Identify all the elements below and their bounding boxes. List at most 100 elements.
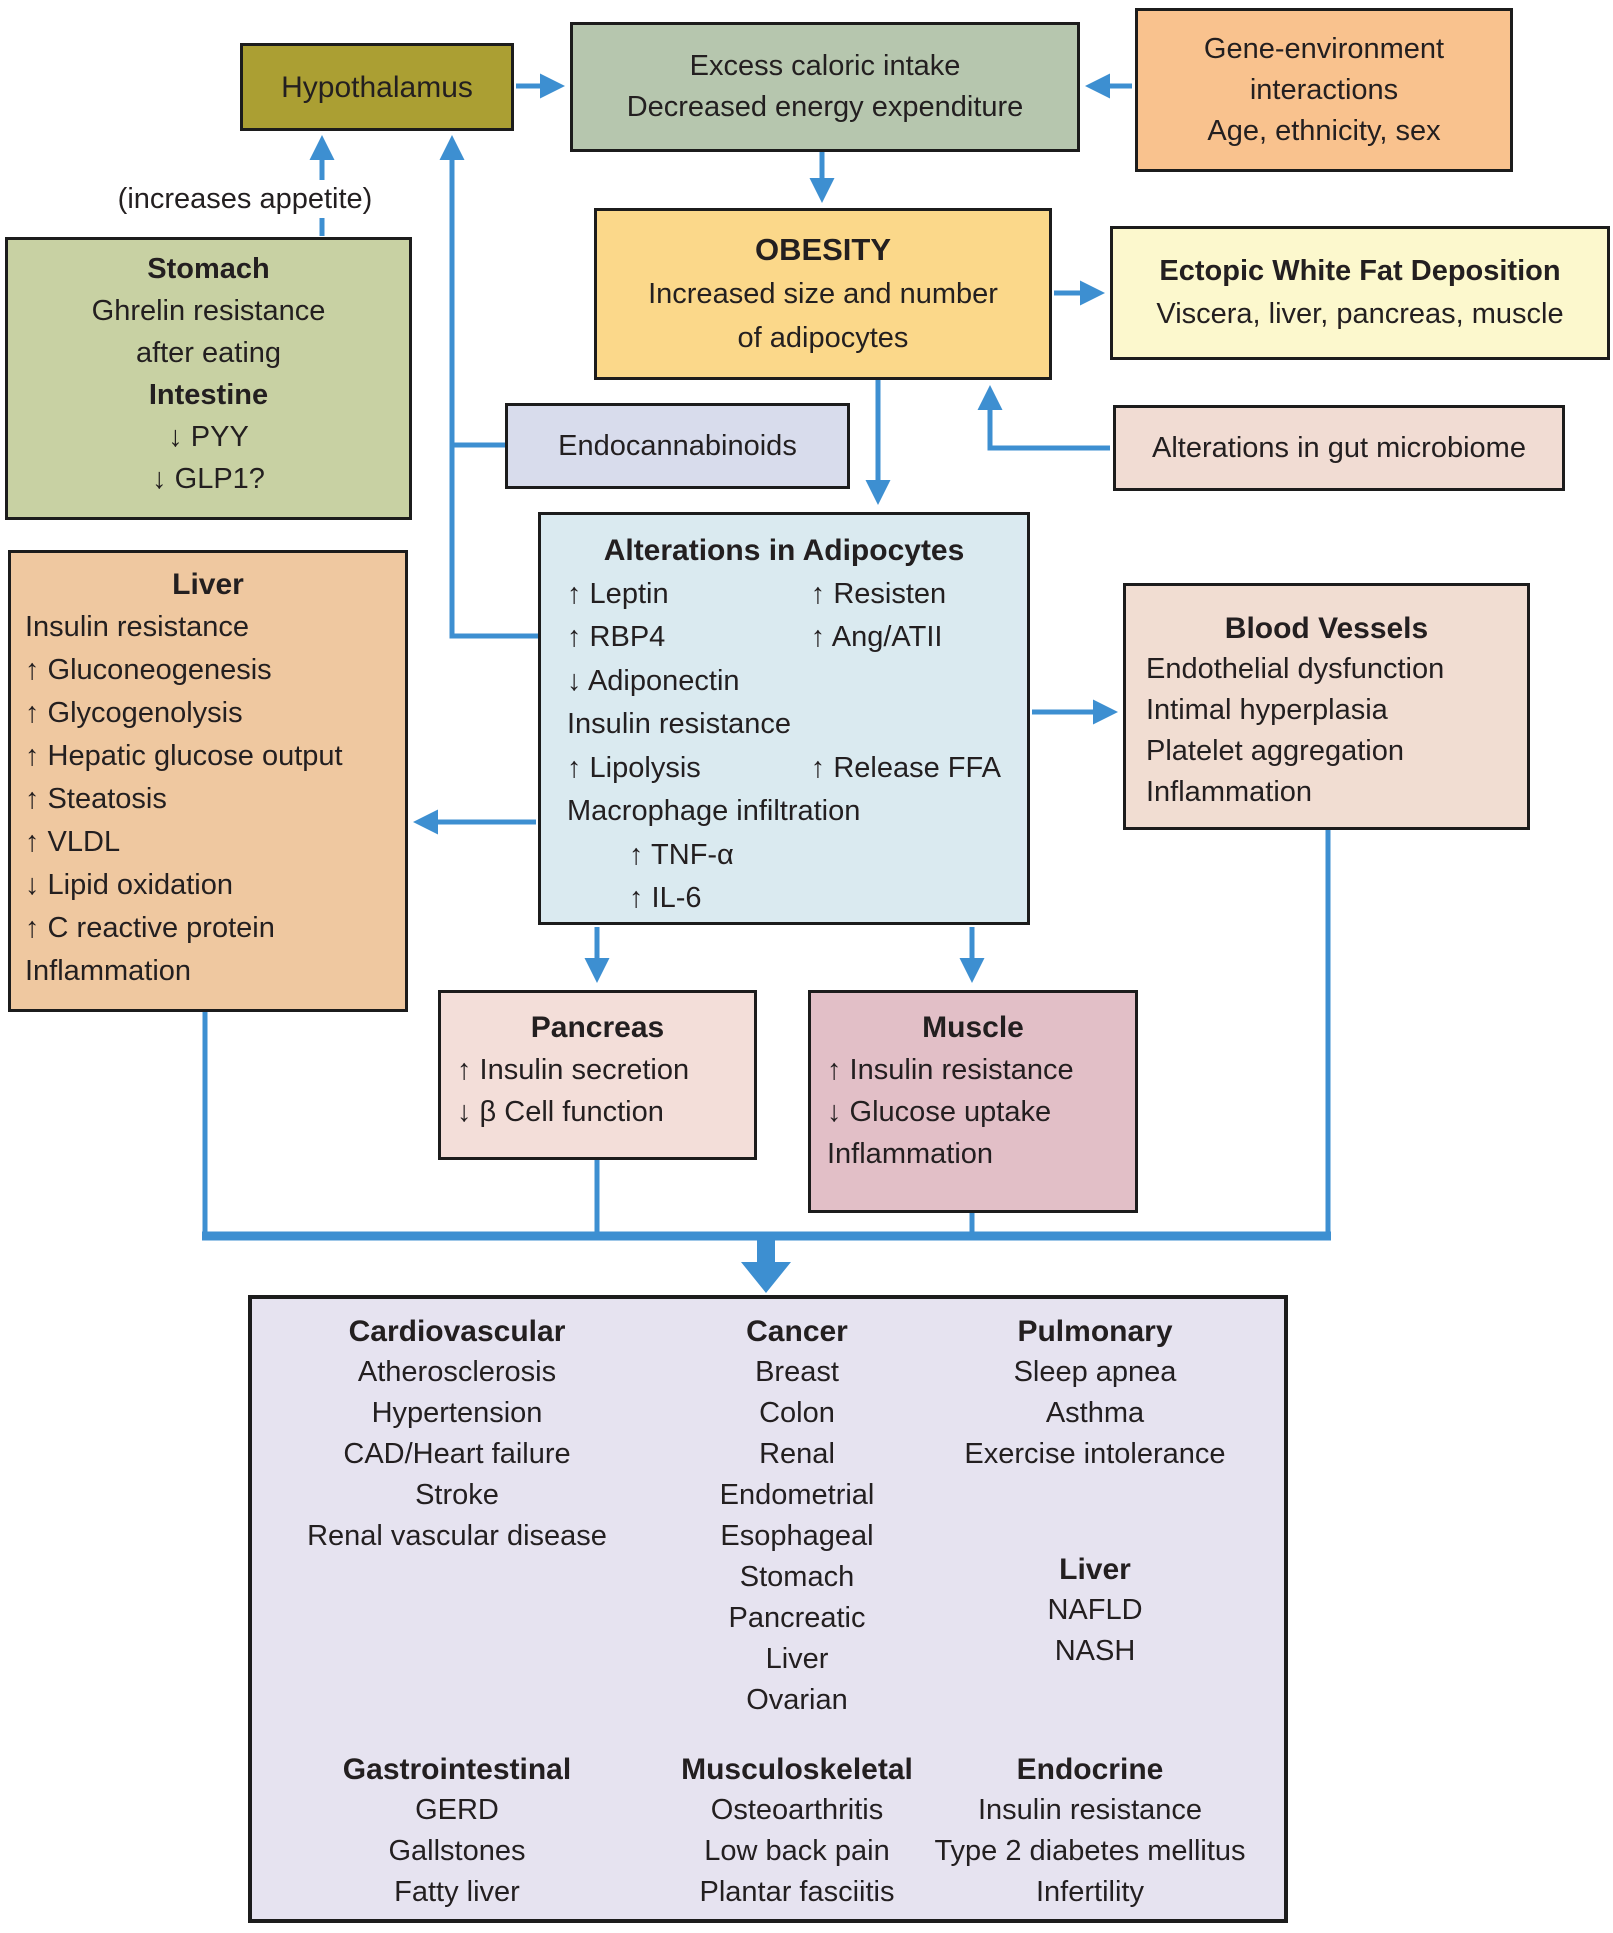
line: ↓ β Cell function — [457, 1096, 664, 1128]
pancreas-lines: ↑ Insulin secretion ↓ β Cell function — [457, 1049, 754, 1133]
line: Excess caloric intake — [689, 50, 961, 82]
adipocytes-item: ↑ Release FFA — [810, 751, 1001, 784]
ectopic-fat-lines: Viscera, liver, pancreas, muscle — [1113, 293, 1607, 336]
adipocytes-item: ↓ Adiponectin — [567, 664, 740, 697]
line: Infertility — [1036, 1876, 1144, 1908]
line: Renal — [759, 1438, 835, 1470]
line: Atherosclerosis — [357, 1356, 557, 1388]
intestine-lines: ↓ PYY↓ GLP1? — [8, 416, 409, 500]
liver-title: Liver — [172, 568, 244, 601]
line: Age, ethnicity, sex — [1207, 114, 1441, 147]
line: Viscera, liver, pancreas, muscle — [1156, 298, 1564, 330]
line: NASH — [1054, 1635, 1136, 1667]
adipocytes-box: Alterations in Adipocytes ↑ Leptin ↑ Res… — [538, 512, 1030, 925]
line: Stroke — [415, 1479, 499, 1511]
adipocytes-item: ↑ Leptin — [567, 577, 669, 610]
line: Breast — [755, 1356, 839, 1388]
endocrine-title: Endocrine — [1016, 1753, 1164, 1786]
endocannabinoids-title: Endocannabinoids — [558, 429, 797, 462]
adipocytes-item: Insulin resistance — [567, 708, 792, 740]
adipocytes-row: ↑ Leptin ↑ Resisten — [567, 573, 1027, 617]
hypothalamus-title: Hypothalamus — [281, 70, 473, 104]
endocannabinoids-box: Endocannabinoids — [505, 403, 850, 489]
liver-comorbidity-title: Liver — [1059, 1553, 1131, 1586]
gastrointestinal-title: Gastrointestinal — [342, 1753, 572, 1786]
line: Exercise intolerance — [964, 1438, 1226, 1470]
line: Insulin resistance — [25, 611, 250, 643]
adipocytes-item: ↑ Resisten — [810, 577, 947, 610]
line: ↑ Steatosis — [25, 783, 167, 815]
pancreas-title: Pancreas — [530, 1011, 665, 1044]
obesity-title: OBESITY — [754, 232, 892, 267]
line: ↑ Insulin secretion — [457, 1054, 690, 1086]
line: Asthma — [1045, 1397, 1145, 1429]
line: ↑ Insulin resistance — [827, 1054, 1074, 1086]
line: ↓ Lipid oxidation — [25, 869, 233, 901]
adipocytes-row: ↑ RBP4 ↑ Ang/ATII — [567, 616, 1027, 660]
line: Colon — [759, 1397, 835, 1429]
line: Endothelial dysfunction — [1146, 653, 1445, 685]
line: Type 2 diabetes mellitus — [934, 1835, 1246, 1867]
liver-comorbidity-lines: NAFLD NASH — [920, 1590, 1270, 1672]
adipocytes-title: Alterations in Adipocytes — [603, 534, 965, 567]
line: ↑ VLDL — [25, 826, 121, 858]
adipocytes-item: ↑ IL-6 — [629, 882, 702, 914]
gut-microbiome-box: Alterations in gut microbiome — [1113, 405, 1565, 491]
line: Inflammation — [25, 955, 192, 987]
intestine-title: Intestine — [148, 379, 269, 411]
line: of adipocytes — [737, 322, 909, 354]
line: interactions — [1249, 73, 1399, 106]
adipocytes-item: ↑ Ang/ATII — [810, 621, 943, 653]
adipocytes-item: ↑ TNF-α — [629, 838, 734, 871]
line: ↓ Glucose uptake — [827, 1096, 1052, 1128]
line: ↑ Gluconeogenesis — [25, 654, 272, 686]
cancer-title: Cancer — [746, 1315, 848, 1348]
adipocytes-item: Macrophage infiltration — [567, 795, 861, 827]
line: ↑ C reactive protein — [25, 912, 275, 944]
line: Osteoarthritis — [710, 1794, 884, 1826]
gut-microbiome-title: Alterations in gut microbiome — [1152, 431, 1526, 464]
muscle-title: Muscle — [922, 1011, 1024, 1044]
line: GERD — [415, 1794, 499, 1826]
stomach-title: Stomach — [147, 253, 270, 285]
line: Increased size and number — [648, 278, 998, 310]
line: NAFLD — [1047, 1594, 1143, 1626]
line: Ovarian — [746, 1684, 848, 1716]
line: Ghrelin resistance — [91, 295, 326, 327]
line: Endometrial — [719, 1479, 875, 1511]
line: Intimal hyperplasia — [1146, 694, 1388, 726]
line: Low back pain — [704, 1835, 890, 1867]
arrow-adipocytes-to-hypothalamus — [439, 135, 538, 639]
line: Gene-environment — [1203, 32, 1445, 65]
pulmonary-title: Pulmonary — [1017, 1315, 1173, 1348]
muscle-box: Muscle ↑ Insulin resistance ↓ Glucose upt… — [808, 990, 1138, 1213]
line: Liver — [765, 1643, 829, 1675]
hypothalamus-box: Hypothalamus — [240, 43, 514, 131]
musculoskeletal-title: Musculoskeletal — [681, 1753, 913, 1786]
line: Fatty liver — [394, 1876, 520, 1908]
pancreas-box: Pancreas ↑ Insulin secretion ↓ β Cell fun… — [438, 990, 757, 1160]
line: Pancreatic — [728, 1602, 866, 1634]
line: Plantar fasciitis — [699, 1876, 895, 1908]
increases-appetite-label: (increases appetite) — [80, 180, 410, 218]
line: ↓ GLP1? — [152, 463, 265, 495]
line: ↑ Hepatic glucose output — [25, 740, 343, 772]
line: Inflammation — [827, 1138, 994, 1170]
line: Renal vascular disease — [307, 1520, 607, 1552]
line: ↑ Glycogenolysis — [25, 697, 243, 729]
